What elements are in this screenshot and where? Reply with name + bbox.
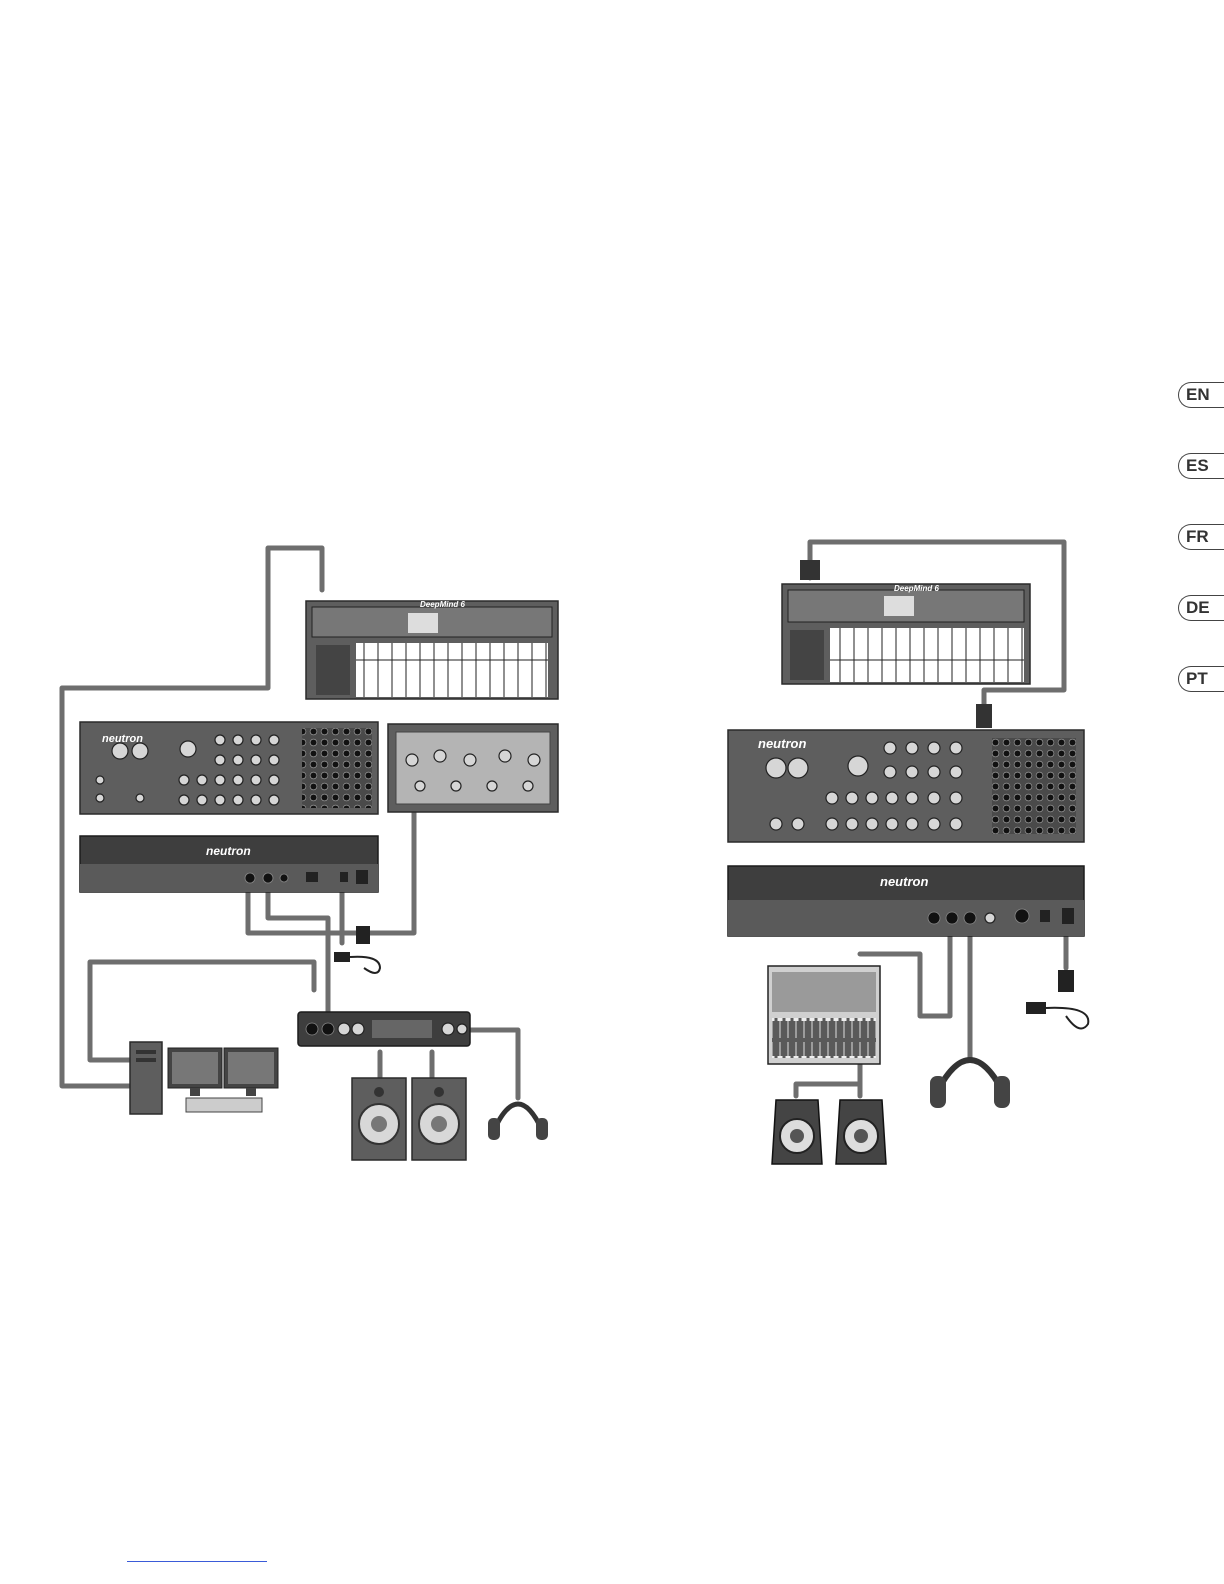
rear-brand-label: neutron [206, 844, 251, 858]
keyboard-brand-label-right: DeepMind 6 [894, 584, 939, 593]
keyboard-synth: DeepMind 6 [306, 600, 558, 699]
headphones-left [488, 1104, 548, 1140]
neutron-rear-panel-right: neutron [728, 866, 1084, 936]
right-diagram: DeepMind 6 neutron [728, 542, 1088, 1164]
studio-monitor-speakers [352, 1078, 466, 1160]
left-diagram: DeepMind 6 neutron [62, 548, 558, 1160]
mixing-console [768, 966, 880, 1064]
eurorack-module [388, 724, 558, 812]
keyboard-brand-label: DeepMind 6 [420, 600, 465, 609]
computer-monitors [168, 1048, 278, 1112]
neutron-rear-panel: neutron [80, 836, 378, 892]
synth-brand-label-right: neutron [758, 736, 806, 751]
pa-speakers [772, 1100, 886, 1164]
rear-brand-label-right: neutron [880, 874, 928, 889]
neutron-front-panel-right: neutron [728, 704, 1084, 842]
power-adapter-right [1026, 970, 1088, 1029]
keyboard-synth-right: DeepMind 6 [782, 560, 1030, 684]
neutron-front-panel: neutron [80, 722, 378, 814]
audio-interface [298, 1012, 470, 1046]
headphones-right [930, 1060, 1010, 1108]
computer-tower [130, 1042, 162, 1114]
